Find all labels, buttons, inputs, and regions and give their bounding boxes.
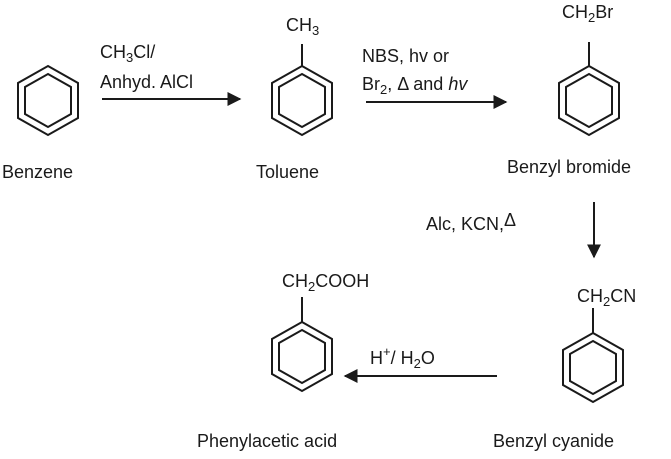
benzyl-cyanide-label: Benzyl cyanide — [493, 431, 614, 451]
toluene-structure — [271, 44, 333, 137]
benzene-label: Benzene — [2, 162, 73, 182]
phenylacetic-acid-label: Phenylacetic acid — [197, 431, 337, 451]
benzyl-bromide-label: Benzyl bromide — [507, 157, 631, 177]
step4-reagent: H+/ H2O — [370, 344, 435, 371]
step2-reagent-line2: Br2, Δ and hv — [362, 74, 468, 97]
delta-symbol: Δ — [397, 74, 409, 94]
benzyl-cyanide-substituent: CH2CN — [577, 286, 636, 309]
benzyl-cyanide-structure — [562, 308, 624, 404]
toluene-label: Toluene — [256, 162, 319, 182]
phenylacetic-acid-substituent: CH2COOH — [282, 271, 369, 294]
step1-reagent-line2: Anhyd. AlCl — [100, 72, 193, 92]
benzyl-bromide-substituent: CH2Br — [562, 2, 613, 25]
step1-reagent-line1: CH3Cl/ — [100, 42, 155, 65]
benzyl-bromide-structure — [558, 42, 620, 137]
phenylacetic-acid-structure — [271, 297, 333, 393]
step3-reagent: Alc, KCN,Δ — [426, 210, 516, 234]
step2-reagent-line1: NBS, hv or — [362, 46, 449, 66]
benzene-structure — [17, 64, 79, 137]
toluene-substituent: CH3 — [286, 15, 319, 38]
delta-symbol: Δ — [504, 210, 516, 230]
